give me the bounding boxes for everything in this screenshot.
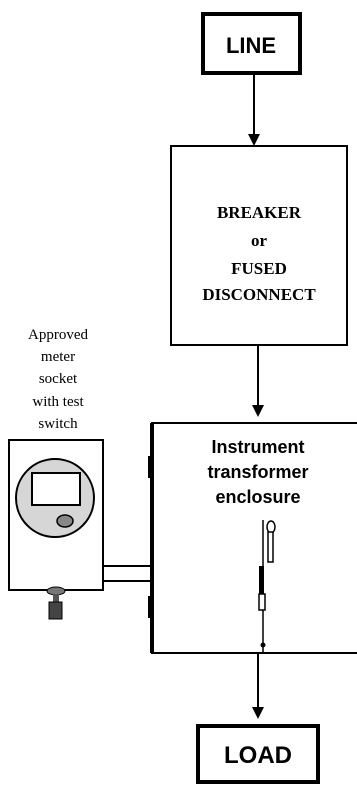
breaker-line-1: BREAKER	[217, 203, 302, 222]
meter-caption-line-4: with test	[32, 394, 84, 410]
line-box: LINE	[201, 12, 302, 75]
enclosure-hinge-bottom	[148, 596, 154, 618]
conduit-connection	[103, 565, 152, 582]
enclosure-latch	[258, 566, 266, 611]
load-label: LOAD	[224, 742, 292, 769]
enclosure-line-2: transformer	[207, 462, 308, 482]
enclosure-handle	[266, 520, 276, 563]
line-label: LINE	[226, 33, 276, 58]
breaker-line-2: or	[251, 231, 268, 250]
enclosure-line-3: enclosure	[215, 487, 300, 507]
enclosure-hinge-top	[148, 456, 154, 478]
meter-caption-line-2: meter	[41, 349, 75, 365]
meter-caption-line-1: Approved	[28, 327, 88, 343]
meter-display	[31, 472, 81, 506]
meter-caption-line-3: socket	[39, 371, 78, 387]
enclosure-line-1: Instrument	[211, 437, 304, 457]
load-box: LOAD	[196, 724, 320, 784]
breaker-line-4: DISCONNECT	[202, 285, 316, 304]
meter-socket	[8, 439, 104, 620]
meter-seal-lock	[46, 586, 66, 620]
breaker-line-3: FUSED	[231, 259, 287, 278]
instrument-enclosure: Instrument transformer enclosure	[148, 422, 357, 654]
meter-caption-line-5: switch	[38, 416, 78, 432]
enclosure-bolt	[260, 642, 266, 648]
meter-socket-caption: Approved meter socket with test switch	[28, 327, 88, 432]
meter-knob	[56, 514, 74, 528]
breaker-box: BREAKER or FUSED DISCONNECT	[170, 145, 348, 346]
